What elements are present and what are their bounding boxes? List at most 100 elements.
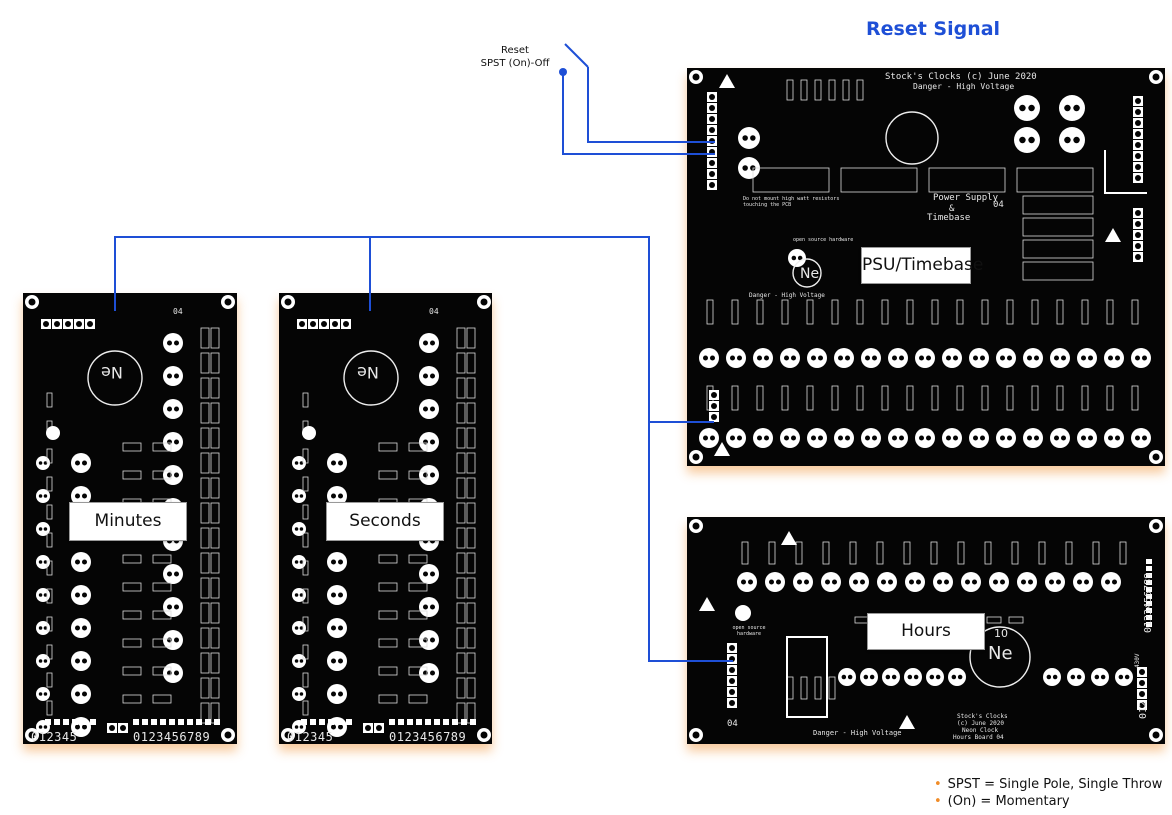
pad-hole — [1088, 435, 1093, 441]
transistor-pad-icon — [163, 663, 183, 683]
pad-hole — [1124, 674, 1130, 680]
pad-hole — [1000, 579, 1005, 585]
resistor-outline — [903, 541, 911, 565]
pad-hole — [797, 255, 803, 261]
pad-hole — [764, 355, 769, 361]
transistor-pad-icon — [849, 572, 869, 592]
reset-switch-label: Reset SPST (On)-Off — [440, 44, 590, 70]
transistor-pad-icon — [765, 572, 785, 592]
pad-hole — [174, 670, 179, 676]
pad-hole — [899, 355, 904, 361]
transistor-pad-icon — [737, 572, 757, 592]
pad-hole — [338, 592, 343, 598]
pad-hole — [43, 659, 48, 663]
pad-hole — [926, 435, 931, 441]
resistor-outline — [210, 502, 220, 524]
transistor-pad-icon — [1045, 572, 1065, 592]
pad-hole — [1070, 674, 1076, 680]
resistor-outline — [856, 299, 864, 325]
pad-hole — [43, 560, 48, 564]
pad-hole — [980, 355, 985, 361]
resistor-outline — [122, 442, 142, 452]
open-source-hardware-icon — [735, 605, 751, 621]
transistor-pad-icon — [933, 572, 953, 592]
resistor-outline — [795, 541, 803, 565]
diagram-title: Reset Signal — [866, 18, 1001, 40]
pad-hole — [38, 626, 43, 630]
pad-hole — [1046, 674, 1052, 680]
resistor-outline — [46, 560, 53, 576]
header-pin — [1146, 608, 1152, 613]
pad-hole — [703, 355, 708, 361]
resistor-outline — [210, 677, 220, 699]
terminal-screw — [709, 116, 715, 122]
resistor-outline — [152, 694, 172, 704]
resistor-outline — [456, 527, 466, 549]
resistor-outline — [456, 577, 466, 599]
pad-hole — [741, 579, 746, 585]
resistor-outline — [152, 554, 172, 564]
resistor-outline — [1106, 299, 1114, 325]
mounting-hole-center — [692, 522, 700, 530]
header-pin — [81, 719, 87, 725]
pad-hole — [43, 725, 48, 729]
header-pin — [196, 719, 202, 725]
transistor-pad-icon — [163, 630, 183, 650]
terminal-screw — [709, 94, 715, 100]
pad-hole — [1081, 435, 1086, 441]
resistor-outline — [378, 470, 398, 480]
terminal-screw — [54, 321, 60, 327]
psu-board-rev: 04 — [993, 200, 1004, 210]
pad-hole — [174, 637, 179, 643]
transistor-pad-icon — [327, 618, 347, 638]
resistor-outline — [756, 299, 764, 325]
pad-hole — [791, 355, 796, 361]
transistor-pad-icon — [915, 428, 935, 448]
transistor-pad-icon — [292, 522, 306, 536]
resistor-outline — [302, 560, 309, 576]
resistor-outline — [856, 79, 864, 101]
pad-hole — [75, 625, 80, 631]
resistor-outline — [906, 385, 914, 411]
pad-hole — [1056, 579, 1061, 585]
resistor-outline — [466, 402, 476, 424]
pad-hole — [791, 435, 796, 441]
mounting-hole-center — [224, 731, 232, 739]
pad-hole — [75, 592, 80, 598]
neon-bulb-outline — [885, 111, 939, 165]
transistor-pad-icon — [292, 687, 306, 701]
hours-side-label: 430V — [1134, 653, 1141, 668]
header-pin — [328, 719, 334, 725]
pad-hole — [38, 725, 43, 729]
terminal-screw — [729, 667, 735, 673]
neon-bulb-outline — [969, 626, 1031, 688]
minutes-board: 04 Ne 012345 0123456789 Minutes — [23, 293, 237, 744]
pad-hole — [430, 637, 435, 643]
resistor-outline — [806, 299, 814, 325]
transistor-pad-icon — [292, 621, 306, 635]
psu-board-note: Do not mount high watt resistors touchin… — [743, 196, 840, 208]
pad-hole — [294, 461, 299, 465]
terminal-screw — [729, 645, 735, 651]
minutes-label: Minutes — [69, 502, 187, 541]
pad-hole — [423, 340, 428, 346]
transistor-pad-icon — [942, 348, 962, 368]
hours-board-rev: 04 — [727, 719, 738, 729]
transistor-pad-icon — [71, 453, 91, 473]
resistor-outline — [706, 299, 714, 325]
resistor-outline — [800, 676, 808, 700]
resistor-outline — [210, 327, 220, 349]
pad-hole — [299, 461, 304, 465]
resistor-outline — [200, 352, 210, 374]
mounting-hole-center — [692, 731, 700, 739]
pad-hole — [338, 493, 343, 499]
resistor-outline — [466, 627, 476, 649]
transistor-pad-icon — [163, 432, 183, 452]
resistor-outline — [200, 402, 210, 424]
pad-hole — [430, 571, 435, 577]
transistor-pad-icon — [71, 486, 91, 506]
seconds-board-rev: 04 — [429, 307, 439, 316]
pad-hole — [43, 593, 48, 597]
terminal-screw — [299, 321, 305, 327]
resistor-outline — [986, 616, 1002, 624]
